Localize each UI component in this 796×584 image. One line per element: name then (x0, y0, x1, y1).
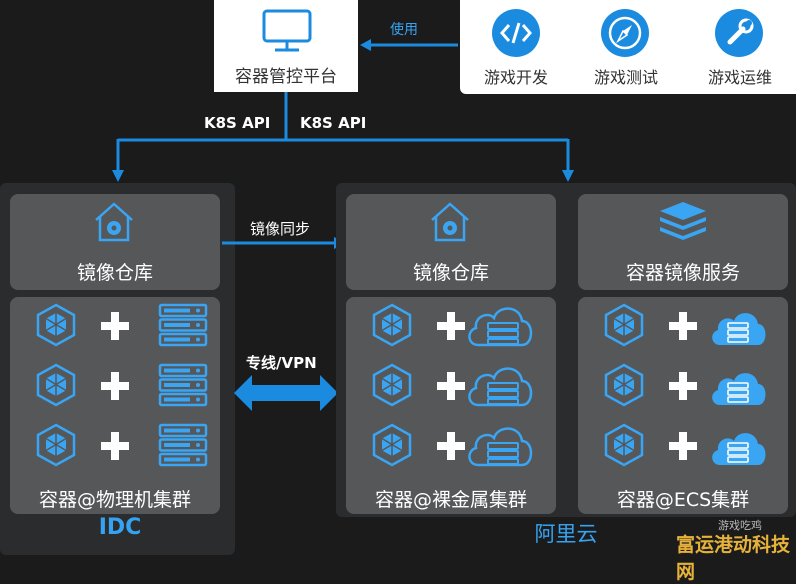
watermark-bottom: 富运港动科技网 (676, 534, 791, 583)
k8s-api-left-label: K8S API (204, 114, 271, 132)
ecs-cluster-label: 容器@ECS集群 (616, 489, 750, 511)
acr-panel: 容器镜像服务 (578, 194, 788, 290)
container-icon (602, 303, 646, 347)
cloud-ecs-icon (708, 367, 768, 407)
cloud-server-icon (464, 421, 536, 469)
aliyun-registry-panel: 镜像仓库 (346, 194, 556, 290)
use-label: 使用 (390, 22, 418, 38)
vpn-arrow (234, 375, 338, 411)
idc-registry-label: 镜像仓库 (76, 262, 153, 284)
platform-label: 容器管控平台 (235, 67, 337, 87)
cloud-ecs-icon (708, 427, 768, 467)
plus-icon (668, 311, 698, 341)
server-rack-icon (158, 423, 208, 467)
sync-label: 镜像同步 (250, 220, 311, 238)
tool-test (600, 8, 656, 58)
cloud-server-icon (464, 361, 536, 409)
container-icon (602, 423, 646, 467)
tool-dev (488, 8, 544, 58)
k8s-connector (112, 92, 574, 182)
container-icon (34, 303, 78, 347)
acr-label: 容器镜像服务 (625, 262, 740, 284)
wrench-icon (715, 9, 763, 57)
tools-box: 游戏开发 游戏测试 游戏运维 (460, 0, 796, 94)
container-icon (370, 303, 414, 347)
tool-ops-label: 游戏运维 (707, 68, 772, 87)
idc-registry-panel: 镜像仓库 (10, 194, 220, 290)
registry-icon (431, 202, 469, 242)
idc-cluster-label: 容器@物理机集群 (38, 489, 191, 511)
aliyun-registry-label: 镜像仓库 (412, 262, 489, 284)
plus-icon (436, 311, 466, 341)
aliyun-footer-label: 阿里云 (534, 522, 598, 546)
bare-metal-cluster-label: 容器@裸金属集群 (374, 489, 527, 511)
plus-icon (436, 431, 466, 461)
stack-icon (660, 202, 706, 240)
server-rack-icon (158, 363, 208, 407)
registry-icon (95, 202, 133, 242)
container-icon (34, 423, 78, 467)
watermark-top: 游戏吃鸡 (718, 519, 762, 532)
plus-icon (100, 431, 130, 461)
tool-ops (714, 8, 770, 58)
plus-icon (668, 371, 698, 401)
code-icon (492, 9, 540, 57)
cloud-ecs-icon (708, 307, 768, 347)
container-icon (602, 363, 646, 407)
platform-box: 容器管控平台 (214, 0, 358, 92)
monitor-icon (262, 9, 312, 52)
container-icon (370, 363, 414, 407)
container-icon (370, 423, 414, 467)
plus-icon (436, 371, 466, 401)
plus-icon (668, 431, 698, 461)
tool-dev-label: 游戏开发 (483, 68, 548, 87)
idc-footer-label: IDC (98, 515, 142, 540)
container-icon (34, 363, 78, 407)
vpn-label: 专线/VPN (246, 354, 317, 372)
plus-icon (100, 311, 130, 341)
k8s-api-right-label: K8S API (300, 114, 367, 132)
compass-icon (601, 9, 649, 57)
server-rack-icon (158, 303, 208, 347)
plus-icon (100, 371, 130, 401)
use-arrow (360, 39, 458, 51)
tool-test-label: 游戏测试 (593, 68, 658, 87)
cloud-server-icon (464, 301, 536, 349)
